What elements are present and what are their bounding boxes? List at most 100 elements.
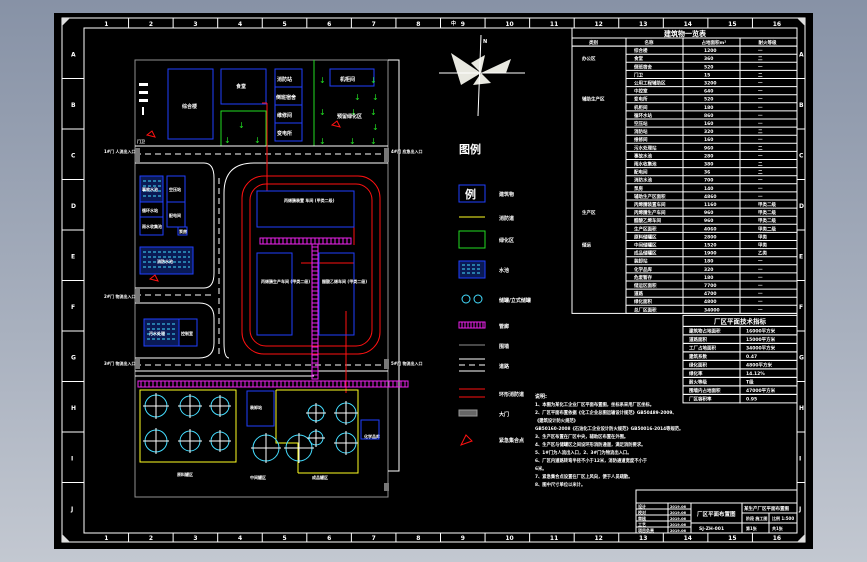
building-process-2[interactable] [256,252,293,336]
storage-tanks [143,393,358,463]
process-buildings [256,190,355,336]
grid-column-label: 13 [639,21,647,28]
label-circulating-water: 循环水站 [142,207,158,213]
sign-role: 校对 [638,509,646,515]
tank-icon [461,294,483,304]
svg-text:↓: ↓ [350,108,357,117]
svg-text:倒班宿舍: 倒班宿舍 [633,63,652,70]
svg-text:一: 一 [758,98,763,103]
label-office: 综合楼 [182,103,197,110]
legend-label: 水池 [498,267,509,274]
building-process-1[interactable] [256,190,355,228]
building-table-title: 建筑物一览表 [664,29,707,38]
pool-icon [458,260,486,279]
svg-text:14.12%: 14.12% [746,371,765,377]
green-area-icon [458,230,486,249]
grid-column-label: 15 [728,21,736,28]
storage-tank[interactable] [143,393,169,419]
legend-label: 建筑物 [498,191,514,198]
svg-text:一: 一 [758,49,763,54]
svg-text:例: 例 [465,187,476,201]
grid-column-label: 10 [505,21,513,28]
storage-tank[interactable] [306,403,326,423]
storage-tank[interactable] [284,433,314,463]
building-chemical-store[interactable] [360,419,380,440]
svg-text:耐火等级: 耐火等级 [689,378,707,385]
table-group: 办公区 [582,55,596,62]
svg-text:装卸站: 装卸站 [634,258,648,265]
grid-row-label: A [71,51,76,58]
mid-left-labels: 事故水池 循环水站 雨水收集池 空压站 配电间 泵房 消防水池 污水处理 控制室 [142,186,193,336]
svg-text:2800: 2800 [704,234,717,240]
building-distribution[interactable] [166,201,186,228]
svg-text:860: 860 [704,113,713,119]
svg-text:180: 180 [704,275,713,281]
table-group: 生产区 [582,209,596,216]
building-office[interactable] [167,68,214,140]
building-substation[interactable] [274,122,303,142]
building-cabinet[interactable] [329,68,375,87]
storage-tank[interactable] [251,433,281,463]
svg-text:↓: ↓ [319,76,326,85]
building-icon: 例 [458,184,486,203]
svg-text:16000平方米: 16000平方米 [746,327,776,334]
building-rain-pool[interactable] [139,216,164,236]
title-sheet-total: 共1张 [772,525,784,531]
storage-tank[interactable] [143,428,169,454]
svg-text:二: 二 [758,129,763,135]
building-control[interactable] [178,318,198,347]
svg-text:甲类二级: 甲类二级 [758,217,776,224]
road-icon [459,358,485,372]
grid-column-label: 14 [684,535,692,542]
svg-text:一: 一 [758,114,763,119]
note-line: 1、本图为某化工企业厂区平面布置图，坐标系采用厂区坐标。 [535,401,654,408]
storage-tank[interactable] [209,430,231,452]
storage-tank[interactable] [178,394,202,418]
svg-text:140: 140 [704,186,713,192]
tank-labels: 原料罐区 中间罐区 成品罐区 装卸站 化学品库 [176,404,380,480]
svg-text:甲类: 甲类 [758,242,767,249]
label-substation: 变电所 [277,130,292,137]
building-canteen[interactable] [220,68,267,105]
svg-text:泵房: 泵房 [634,185,643,192]
legend-item: 环形消防道 [459,388,524,398]
legend-label: 紧急集合点 [499,437,524,444]
grid-column-label: 3 [193,21,197,28]
building-process-3[interactable] [318,252,355,336]
grid-row-label: B [799,102,804,109]
label-gate-1[interactable]: 1#门 人流出入口 [104,148,136,154]
svg-text:中控室: 中控室 [634,88,648,95]
svg-text:中间储罐区: 中间储罐区 [634,242,657,249]
label-gate-4[interactable]: 4#门 应急出入口 [391,148,423,154]
storage-tank[interactable] [334,401,358,425]
storage-tank[interactable] [178,429,202,453]
building-pump[interactable] [177,226,188,236]
note-line: 7、紧急集合点设置在厂区上风向，便于人员疏散。 [535,473,633,480]
storage-tank[interactable] [307,429,325,447]
storage-tank[interactable] [334,431,358,455]
label-gate-2[interactable]: 2#门 物流出入口 [104,293,136,299]
storage-tank[interactable] [209,395,231,417]
svg-text:食堂: 食堂 [634,55,643,62]
label-gate-3[interactable]: 3#门 物流出入口 [104,360,136,366]
svg-text:↓: ↓ [370,137,377,146]
gate-labels: 1#门 人流出入口 2#门 物流出入口 3#门 物流出入口 4#门 应急出入口 … [104,138,423,366]
sign-date: 2019.06 [670,505,687,509]
notes-title: 说明: [535,393,547,400]
svg-text:960: 960 [704,218,713,224]
note-line: 4、生产区与储罐区之间设环形消防通道，满足消防要求。 [535,441,645,448]
title-project-name: 某生产厂区平面布置图 [743,505,789,512]
label-gate-5[interactable]: 5#门 物流出入口 [391,360,423,366]
building-loading-station[interactable] [246,390,275,427]
svg-text:520: 520 [704,97,713,103]
